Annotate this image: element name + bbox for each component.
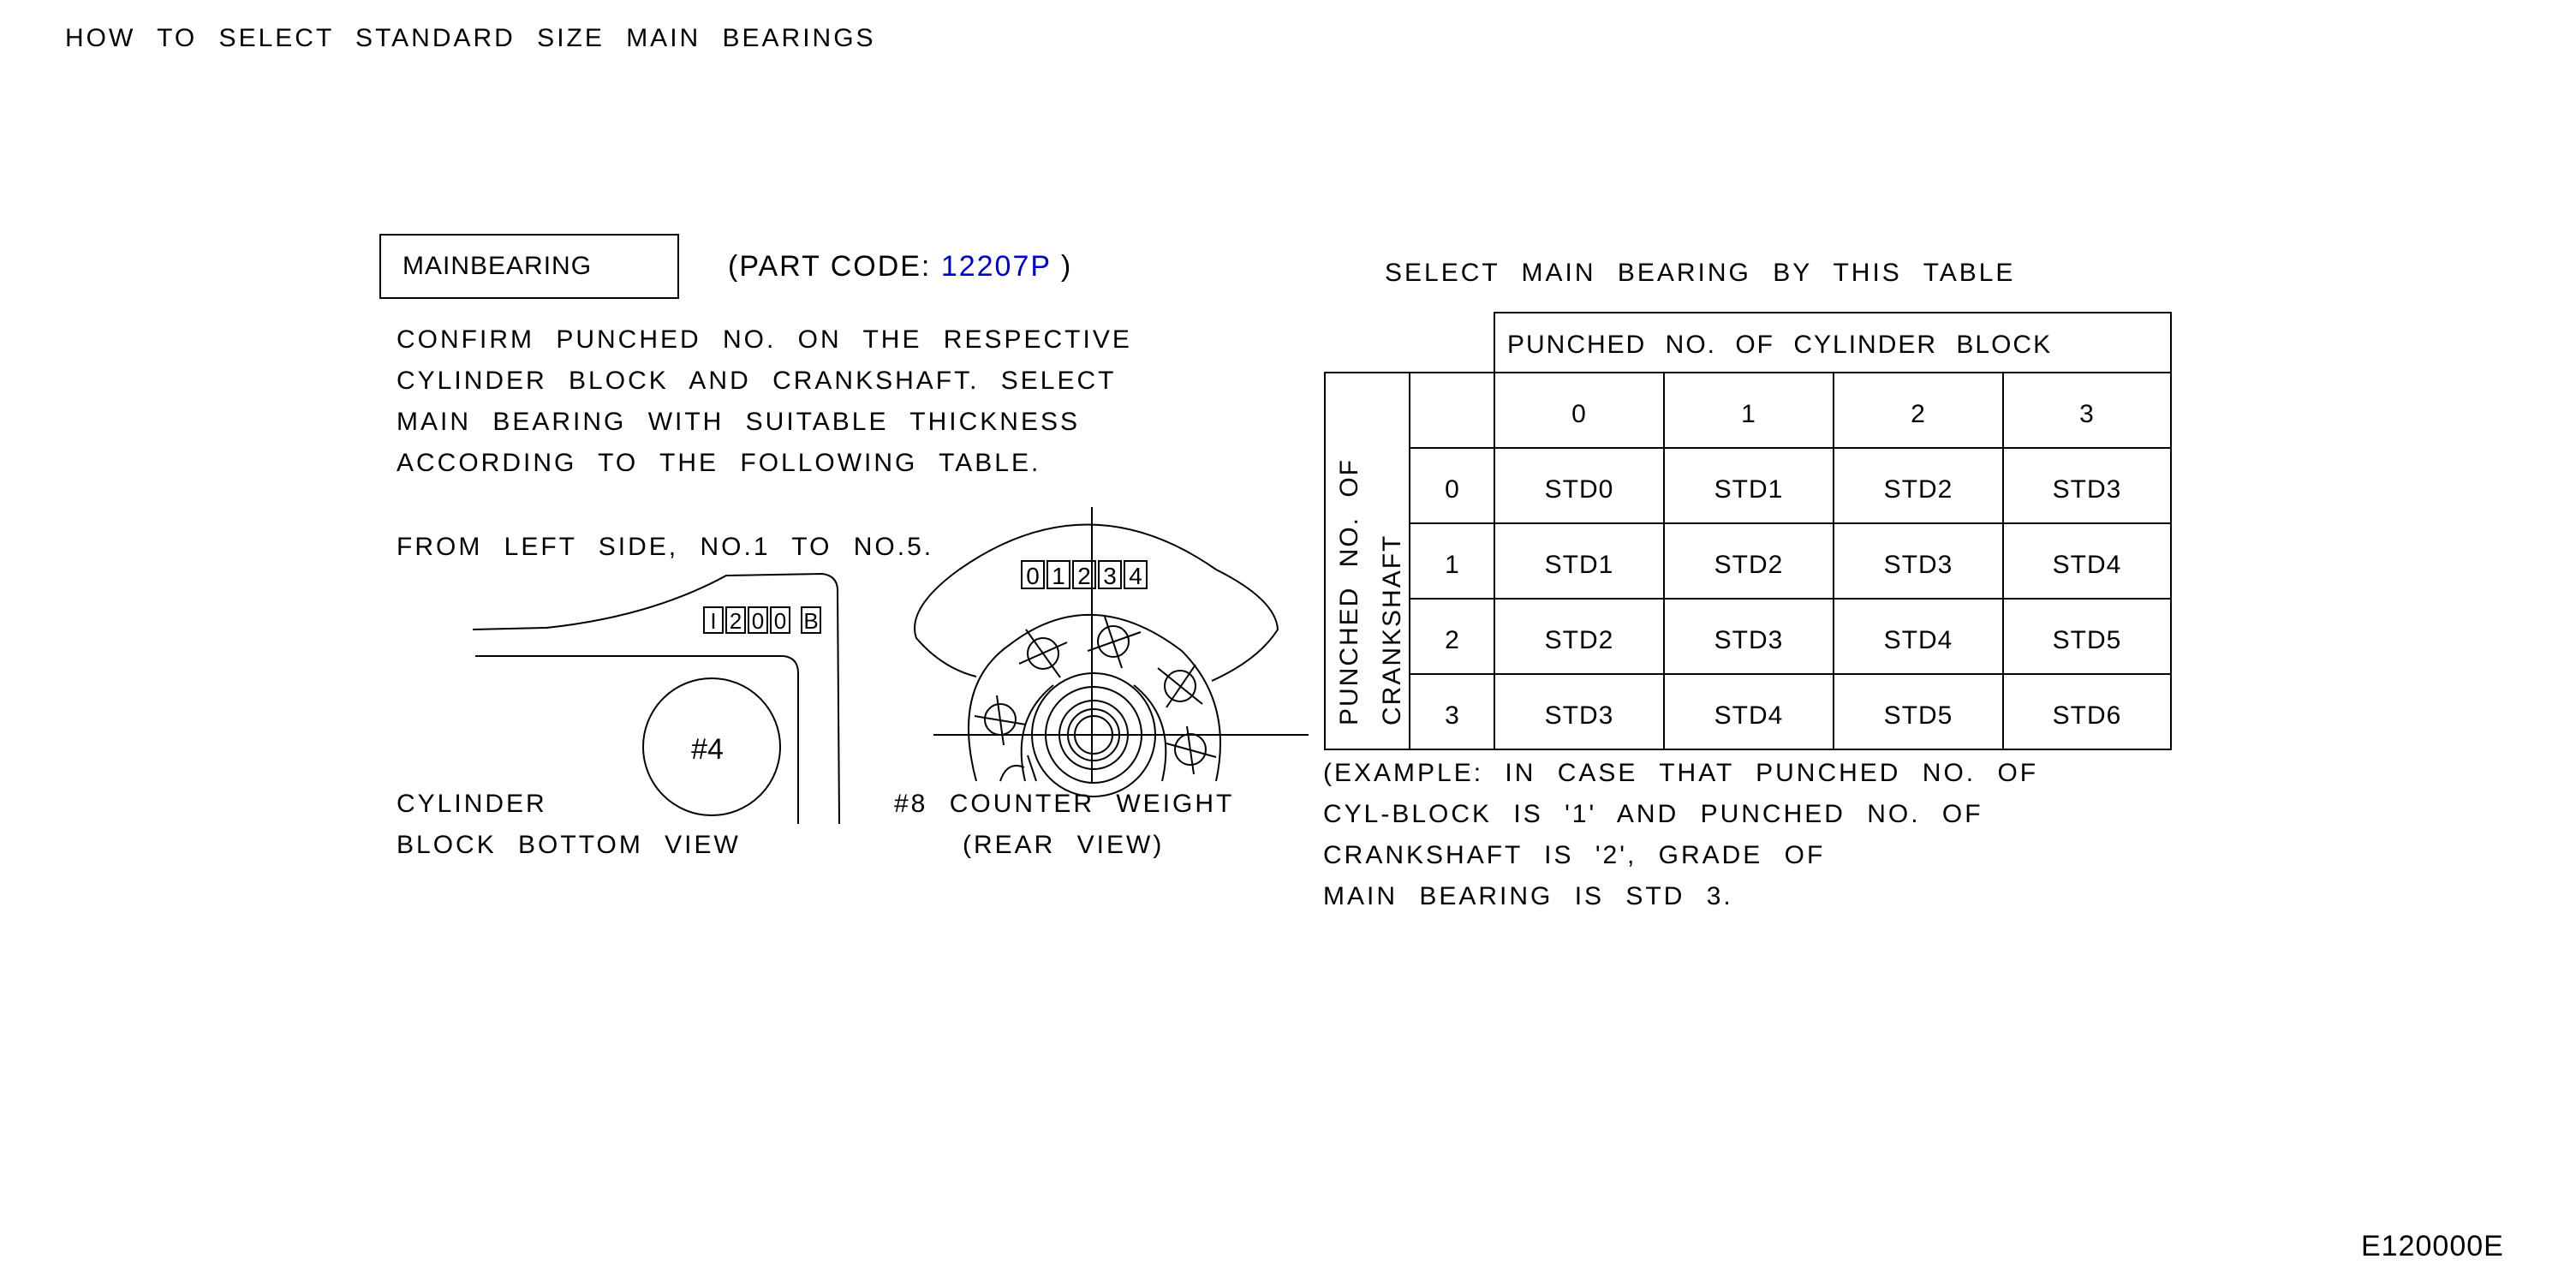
column-label: 1	[1741, 400, 1756, 428]
row-label: 3	[1445, 701, 1460, 730]
block-caption-line: CYLINDER	[397, 790, 547, 818]
instruction-line: ACCORDING TO THE FOLLOWING TABLE.	[397, 449, 1041, 477]
journal-label: #4	[691, 733, 724, 766]
stamp-char: I	[710, 608, 716, 634]
selection-table: PUNCHED NO. OF CYLINDER BLOCK PUNCHED NO…	[1324, 312, 2172, 750]
stamp-char: 2	[1077, 563, 1091, 589]
stamp-char: 3	[1103, 563, 1117, 589]
example-line: MAIN BEARING IS STD 3.	[1323, 882, 1733, 910]
table-cell: STD1	[1714, 475, 1784, 504]
column-label: 2	[1911, 400, 1926, 428]
table-cell: STD3	[1714, 626, 1784, 654]
column-label: 3	[2079, 400, 2095, 428]
crankshaft-stamp: 0 1 2 3 4	[1021, 560, 1148, 589]
row-header-line: PUNCHED NO. OF	[1335, 458, 1363, 725]
example-line: (EXAMPLE: IN CASE THAT PUNCHED NO. OF	[1323, 759, 2039, 787]
column-header-title: PUNCHED NO. OF CYLINDER BLOCK	[1507, 331, 2052, 359]
table-cell: STD5	[1884, 701, 1953, 730]
table-cell: STD4	[1714, 701, 1784, 730]
column-label: 0	[1571, 400, 1587, 428]
part-code-suffix: )	[1060, 250, 1073, 283]
part-label: MAINBEARING	[402, 252, 593, 280]
table-cell: STD2	[1714, 551, 1784, 579]
stamp-char: 4	[1129, 563, 1142, 589]
table-cell: STD0	[1545, 475, 1614, 504]
row-header-line: CRANKSHAFT	[1378, 534, 1406, 725]
block-caption-line: BLOCK BOTTOM VIEW	[397, 831, 741, 859]
table-cell: STD3	[2053, 475, 2122, 504]
instruction-line: CYLINDER BLOCK AND CRANKSHAFT. SELECT	[397, 367, 1117, 395]
table-cell: STD6	[2053, 701, 2122, 730]
part-code: 12207P	[940, 250, 1052, 283]
table-heading: SELECT MAIN BEARING BY THIS TABLE	[1385, 259, 2016, 287]
example-line: CYL-BLOCK IS '1' AND PUNCHED NO. OF	[1323, 800, 1983, 828]
stamp-char: 0	[752, 608, 764, 634]
table-cell: STD5	[2053, 626, 2122, 654]
page-title: HOW TO SELECT STANDARD SIZE MAIN BEARING…	[65, 24, 876, 52]
journal-circle	[642, 677, 781, 816]
row-label: 1	[1445, 551, 1460, 579]
crank-caption-line: #8 COUNTER WEIGHT	[894, 790, 1235, 818]
crank-caption-line: (REAR VIEW)	[963, 831, 1165, 859]
part-code-prefix: (PART CODE:	[728, 250, 932, 283]
row-header-title: PUNCHED NO. OF CRANKSHAFT	[1335, 458, 1406, 725]
bearing-diagram: #4 I 2 0 0 B	[472, 507, 1309, 825]
stamp-char: 1	[1052, 563, 1065, 589]
table-cell: STD1	[1545, 551, 1614, 579]
cylinder-block-drawing: #4 I 2 0 0 B	[472, 572, 840, 825]
table-cell: STD3	[1884, 551, 1953, 579]
row-label: 0	[1445, 475, 1460, 504]
counter-weight-drawing: 0 1 2 3 4	[914, 507, 1309, 797]
row-label: 2	[1445, 626, 1460, 654]
instruction-line: CONFIRM PUNCHED NO. ON THE RESPECTIVE	[397, 325, 1132, 354]
cylinder-stamp: I 2 0 0 B	[703, 606, 821, 634]
table-cell: STD3	[1545, 701, 1614, 730]
table-cell: STD4	[2053, 551, 2122, 579]
stamp-char: 0	[1026, 563, 1040, 589]
stamp-char: B	[803, 608, 818, 634]
reference-code: E120000E	[2361, 1230, 2504, 1262]
part-code-line: (PART CODE: 12207P )	[728, 250, 1072, 283]
part-label-box	[379, 234, 679, 299]
side-note: FROM LEFT SIDE, NO.1 TO NO.5.	[397, 533, 934, 561]
example-line: CRANKSHAFT IS '2', GRADE OF	[1323, 841, 1826, 869]
stamp-char: 2	[730, 608, 742, 634]
table-cell: STD4	[1884, 626, 1953, 654]
table-cell: STD2	[1545, 626, 1614, 654]
stamp-char: 0	[774, 608, 786, 634]
table-cell: STD2	[1884, 475, 1953, 504]
instruction-line: MAIN BEARING WITH SUITABLE THICKNESS	[397, 408, 1080, 436]
